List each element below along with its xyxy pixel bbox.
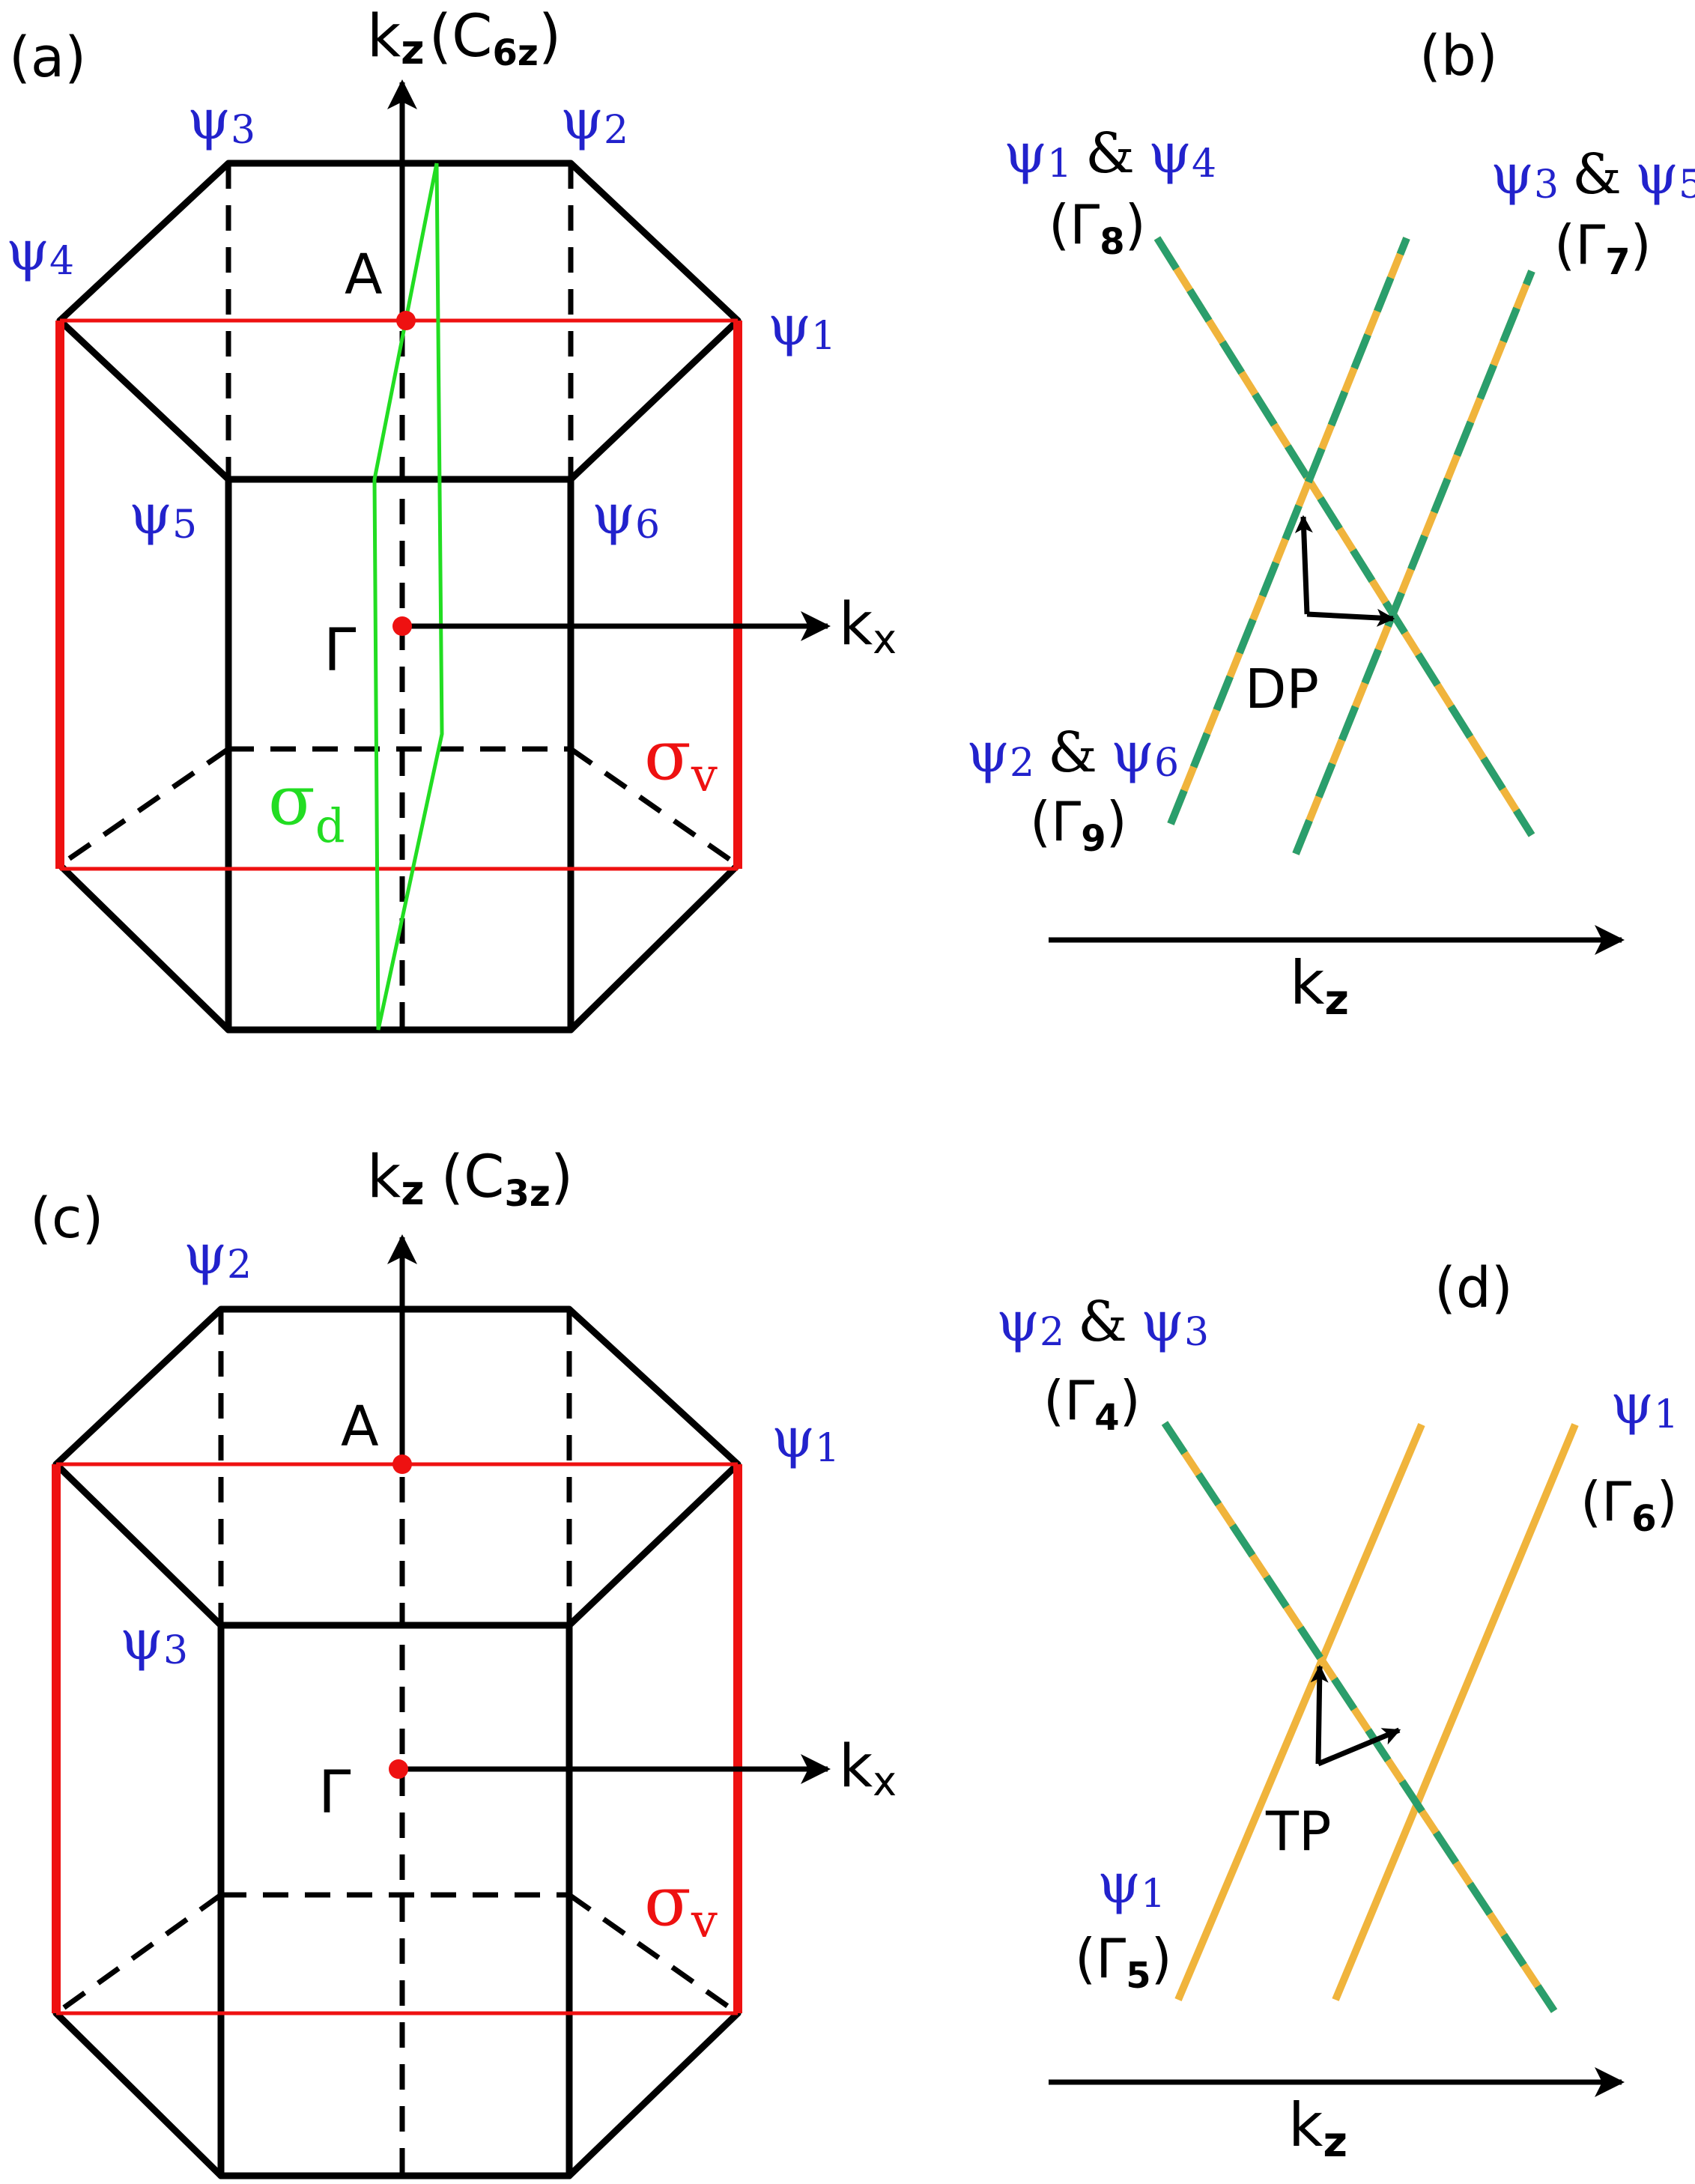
band-label-3-d: ψ1 <box>1097 1851 1165 1917</box>
kz-axis-label-c: kz(C3z) <box>367 1144 573 1215</box>
point-A-label-a: A <box>345 243 383 307</box>
band-rep-1-d: (Γ4) <box>1043 1369 1141 1439</box>
band-label-1-b: ψ1&ψ4 <box>1004 121 1216 186</box>
dp-arrow-diagonal-b <box>1306 608 1395 627</box>
prism-hidden-edges-a <box>58 163 739 1030</box>
point-A-dot-a <box>396 311 416 330</box>
band-label-2-b: ψ3&ψ5 <box>1491 142 1695 207</box>
panel-tag-d: (d) <box>1434 1256 1513 1320</box>
sigma-d-plane-a <box>372 163 444 1031</box>
dp-label-b: DP <box>1245 658 1319 721</box>
kz-axis-label-d: kz <box>1288 2090 1347 2167</box>
point-gamma-dot-a <box>392 616 412 636</box>
band-rep-3-b: (Γ9) <box>1030 790 1127 860</box>
psi-1-label-a: ψ1 <box>768 294 836 359</box>
sigma-v-plane-c <box>52 1462 742 2015</box>
psi-2-label-c: ψ2 <box>184 1222 252 1287</box>
band-rep-1-b: (Γ8) <box>1049 193 1146 263</box>
panel-tag-b: (b) <box>1419 24 1498 88</box>
prism-visible-edges-a <box>56 160 742 1034</box>
tp-arrow-vertical-d <box>1310 1664 1329 1765</box>
band-gamma4-d <box>1161 1421 1558 2013</box>
point-gamma-label-a: Γ <box>324 617 357 685</box>
kx-axis-label-c: kx <box>839 1733 897 1805</box>
psi-5-label-a: ψ5 <box>129 482 197 547</box>
band-label-2-d: ψ1 <box>1610 1372 1679 1437</box>
sigma-d-label-a: σd <box>268 760 345 853</box>
band-rep-3-d: (Γ5) <box>1075 1927 1172 1997</box>
band-gamma8-b <box>1153 236 1535 837</box>
psi-3-label-c: ψ3 <box>120 1608 188 1673</box>
panel-tag-a: (a) <box>9 25 86 90</box>
dp-arrow-vertical-b <box>1294 515 1313 615</box>
band-rep-2-d: (Γ6) <box>1580 1470 1678 1540</box>
sigma-v-plane-a <box>55 318 742 871</box>
prism-visible-edges-c <box>52 1305 742 2180</box>
panel-d: (d) TP ψ2&ψ3 (Γ4) ψ1 (Γ6) ψ1 (Γ5) kz <box>996 1256 1679 2167</box>
band-gamma5-d <box>1174 1423 1425 2001</box>
psi-3-label-a: ψ3 <box>187 88 255 153</box>
prism-hidden-edges-c <box>54 1309 740 2176</box>
psi-6-label-a: ψ6 <box>592 482 660 547</box>
psi-2-label-a: ψ2 <box>560 88 628 153</box>
panel-tag-c: (c) <box>30 1186 103 1251</box>
band-rep-2-b: (Γ7) <box>1554 213 1652 283</box>
point-A-dot-c <box>392 1455 412 1474</box>
point-A-label-c: A <box>341 1395 379 1459</box>
band-gamma9-b <box>1167 237 1410 825</box>
point-gamma-label-c: Γ <box>318 1759 351 1827</box>
panel-c: (c) kz(C3z) kx A Γ ψ2 ψ1 ψ3 σv <box>30 1144 897 2180</box>
kx-axis-label-a: kx <box>839 591 897 663</box>
band-label-1-d: ψ2&ψ3 <box>996 1290 1209 1355</box>
sigma-v-label-a: σv <box>644 715 718 802</box>
kz-axis-label-a: kz(C6z) <box>367 3 561 74</box>
panel-a: (a) kz(C6z) kx A Γ ψ3 ψ2 ψ4 ψ1 ψ5 ψ6 σd … <box>6 3 897 1034</box>
band-gamma7-b <box>1292 270 1535 855</box>
band-gamma6-d <box>1332 1423 1579 2001</box>
psi-1-label-c: ψ1 <box>771 1406 840 1471</box>
kz-axis-label-b: kz <box>1290 948 1349 1025</box>
tp-label-d: TP <box>1265 1800 1331 1863</box>
tp-arrow-diagonal-d <box>1317 1727 1401 1767</box>
panel-b: (b) DP ψ1&ψ4 (Γ8) ψ3&ψ5 (Γ7) ψ2&ψ6 (Γ9) … <box>966 24 1695 1025</box>
sigma-v-label-c: σv <box>644 1861 718 1948</box>
point-gamma-dot-c <box>389 1759 408 1779</box>
psi-4-label-a: ψ4 <box>6 219 74 284</box>
band-label-3-b: ψ2&ψ6 <box>966 721 1179 786</box>
